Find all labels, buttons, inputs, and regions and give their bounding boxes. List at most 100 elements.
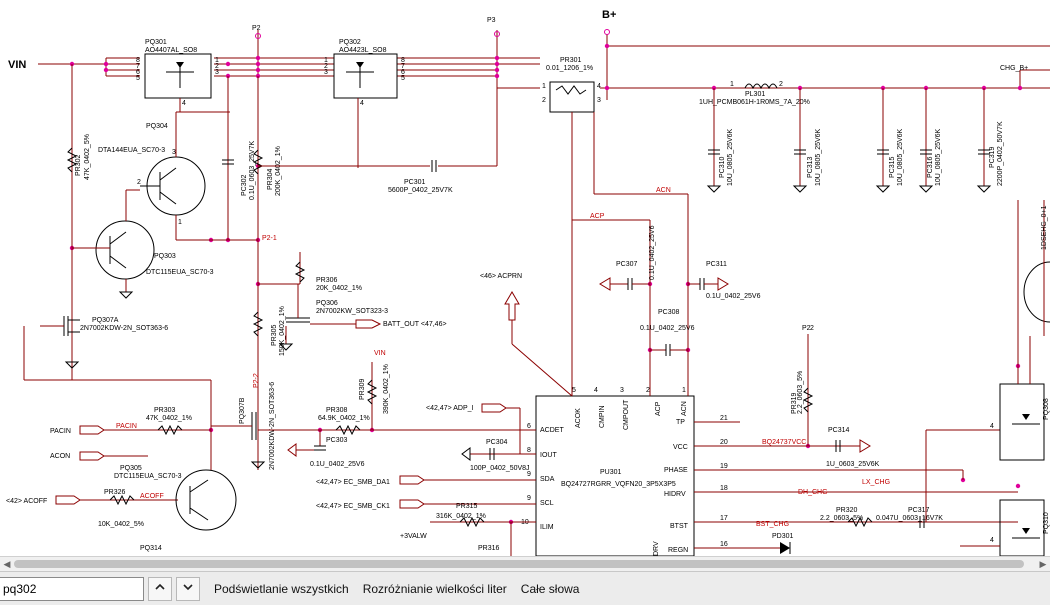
- acprn-label: <46> ACPRN: [480, 273, 522, 280]
- pin-drv: DRV: [653, 541, 660, 556]
- pr308-ref: PR308: [326, 407, 348, 414]
- pq308-mosfet: PQ308 4: [990, 336, 1050, 461]
- pc319-ref: PC319: [989, 146, 996, 168]
- pc302-ref: PC302: [241, 174, 248, 196]
- find-input[interactable]: [0, 576, 144, 601]
- p2-divider: PC302 0.1U_0603_25V7K PR304 200K_0402_1%…: [222, 76, 498, 470]
- pu301-value: BQ24727RGRR_VQFN20_3P5X3P5: [561, 481, 676, 488]
- svg-text:19: 19: [720, 463, 728, 470]
- pr301-ref: PR301: [560, 57, 582, 64]
- pq307b-value: 2N7002KDW-2N_SOT363-6: [269, 382, 276, 470]
- svg-text:21: 21: [720, 415, 728, 422]
- pin-acok: ACOK: [575, 408, 582, 428]
- smbus-ports: <42,47> EC_SMB_DA1 <42,47> EC_SMB_CK1 PR…: [316, 475, 536, 556]
- scroll-left-icon[interactable]: ◀: [3, 559, 11, 569]
- acon-port: ACON PQ305 DTC115EUA_SC70-3: [50, 451, 182, 480]
- pin-btst: BTST: [670, 523, 689, 530]
- pr306-ref: PR306: [316, 277, 338, 284]
- net-label-acoff: ACOFF: [140, 493, 164, 500]
- acon-label: ACON: [50, 453, 70, 460]
- pq301-ref: PQ301: [145, 39, 167, 46]
- svg-text:9: 9: [527, 495, 531, 502]
- pc302-value: 0.1U_0603_25V7K: [249, 141, 256, 200]
- match-case-toggle[interactable]: Rozróżnianie wielkości liter: [362, 581, 507, 596]
- net-label-p2-1: P2-1: [262, 235, 277, 242]
- pu301-ref: PU301: [600, 469, 622, 476]
- vcc-network: 2 PR319 2.2_0603_5% P2 BQ24737VCC PC314 …: [756, 325, 1000, 554]
- whole-words-toggle[interactable]: Całe słowa: [520, 581, 580, 596]
- svg-text:8: 8: [527, 447, 531, 454]
- pq307b-ref: PQ307B: [239, 397, 246, 424]
- pr320-value: 2.2_0603_5%: [820, 515, 863, 522]
- net-label-dh-chg: DH_CHG: [798, 489, 828, 496]
- svg-text:4: 4: [990, 537, 994, 544]
- net-label-vin-red: VIN: [374, 350, 386, 357]
- svg-text:2: 2: [646, 387, 650, 394]
- pq304-value: DTA144EUA_SC70-3: [98, 147, 165, 154]
- pc304-value: 100P_0402_50V8J: [470, 465, 530, 472]
- acoff-port: <42> ACOFF PR326 10K_0402_5% ACOFF PQ314: [6, 380, 237, 552]
- net-label-vin: VIN: [8, 59, 26, 71]
- svg-text:4: 4: [182, 100, 186, 107]
- svg-text:3: 3: [215, 69, 219, 76]
- pc315-value: 10U_0805_25V6K: [897, 128, 904, 186]
- pc316-value: 10U_0805_25V6K: [935, 128, 942, 186]
- scrollbar-thumb[interactable]: [14, 560, 1024, 568]
- pin-acdet: ACDET: [540, 427, 564, 434]
- pc317-value: 0.047U_0603_16V7K: [876, 515, 943, 522]
- svg-text:4: 4: [594, 387, 598, 394]
- pq306-value: 2N7002KW_SOT323-3: [316, 308, 388, 315]
- svg-text:9: 9: [527, 471, 531, 478]
- svg-text:7: 7: [401, 63, 405, 70]
- svg-text:3: 3: [597, 97, 601, 104]
- svg-text:1: 1: [682, 387, 686, 394]
- find-next-button[interactable]: [176, 576, 200, 601]
- net-label-acn: ACN: [656, 187, 671, 194]
- pr319-ref: PR319: [791, 392, 798, 414]
- find-bar: Podświetlanie wszystkich Rozróżnianie wi…: [0, 571, 1050, 605]
- highlight-all-toggle[interactable]: Podświetlanie wszystkich: [214, 581, 349, 596]
- pc307-value: 0.1U_0402_25V6: [649, 225, 656, 280]
- smb-ck-label: <42,47> EC_SMB_CK1: [316, 503, 390, 510]
- test-point-p2: P2: [252, 25, 261, 39]
- pr308-value: 64.9K_0402_1%: [318, 415, 370, 422]
- pr302-resistor: PR302 47K_0402_5%: [66, 64, 91, 380]
- svg-text:2: 2: [810, 325, 814, 332]
- pc317-ref: PC317: [908, 507, 930, 514]
- find-previous-button[interactable]: [148, 576, 172, 601]
- pr304-ref: PR304: [267, 168, 274, 190]
- pr302-ref: PR302: [75, 154, 82, 176]
- svg-text:2: 2: [779, 81, 783, 88]
- pin-phase: PHASE: [664, 467, 688, 474]
- svg-text:4: 4: [990, 423, 994, 430]
- pin-tp: TP: [676, 419, 685, 426]
- pin-cmpin: CMPIN: [599, 405, 606, 428]
- pq308-ref: PQ308: [1043, 398, 1050, 420]
- pc319-value: 2200P_0402_50V7K: [997, 121, 1004, 186]
- pc310-value: 10U_0805_25V6K: [727, 128, 734, 186]
- schematic-canvas: P2 P3 B+ VIN CHG_B+ PQ301 AO4407AL_SO8 8…: [6, 9, 1050, 556]
- svg-text:6: 6: [401, 69, 405, 76]
- pc303-ref: PC303: [326, 437, 348, 444]
- vin-rail: [38, 30, 1050, 100]
- right-edge-inductor: 1DSEHG_0+1: [1017, 200, 1050, 336]
- pacin-label: PACIN: [50, 428, 71, 435]
- svg-text:8: 8: [136, 57, 140, 64]
- pl301-ref: PL301: [745, 91, 765, 98]
- net-label-p2-right: P2: [802, 325, 811, 332]
- batt-out-port: BATT_OUT <47,46>: [383, 321, 447, 328]
- net-label-bq24737vcc: BQ24737VCC: [762, 439, 806, 446]
- svg-text:3: 3: [172, 149, 176, 156]
- pin-cmpout: CMPOUT: [623, 399, 630, 430]
- svg-text:1: 1: [324, 57, 328, 64]
- scroll-right-icon[interactable]: ▶: [1039, 559, 1047, 569]
- horizontal-scrollbar[interactable]: ◀ ▶: [0, 556, 1050, 571]
- svg-text:1: 1: [178, 219, 182, 226]
- net-label-lx-chg: LX_CHG: [862, 479, 890, 486]
- pr320-ref: PR320: [836, 507, 858, 514]
- pr315-ref: PR315: [456, 503, 478, 510]
- pc301-value: 5600P_0402_25V7K: [388, 187, 453, 194]
- pr309-ref: PR309: [359, 378, 366, 400]
- net-label-p3: P3: [487, 17, 496, 24]
